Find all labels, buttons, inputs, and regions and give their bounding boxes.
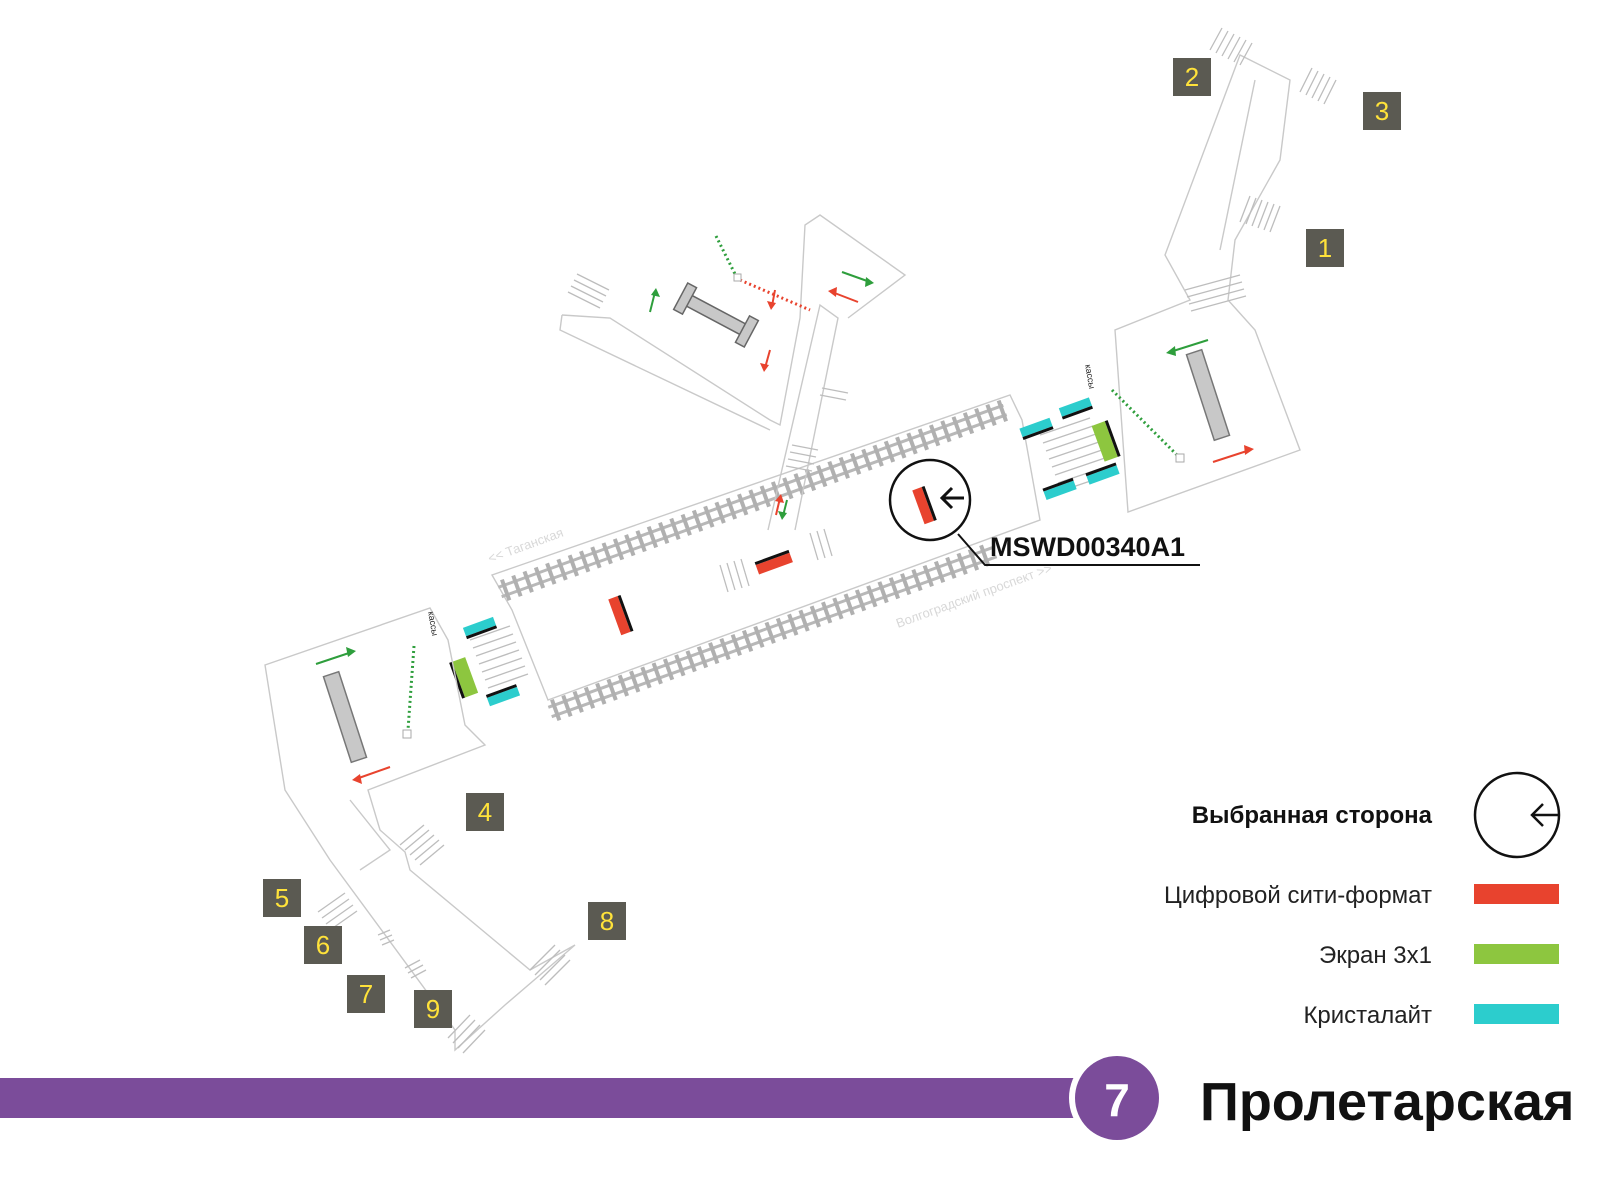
svg-text:4: 4 [478,797,492,827]
turnstile-post [1175,453,1185,463]
stairs-exit-3 [1299,67,1337,105]
exit-9: 9 [414,990,452,1028]
exit-2: 2 [1173,58,1211,96]
svg-text:3: 3 [1375,96,1389,126]
stairs-platform-left [469,625,529,689]
line-number: 7 [1104,1074,1130,1126]
stairs-exit-5 [317,892,358,931]
platform [490,394,1041,701]
passage-middle [559,214,907,531]
kristalight-ads [462,397,1120,707]
legend-swatch-kristalight [1474,1004,1559,1024]
svg-text:1: 1 [1318,233,1332,263]
city-format-ads [608,549,793,636]
arrows-upper-middle [649,271,874,520]
svg-text:2: 2 [1185,62,1199,92]
arrow-left-icon [1530,803,1558,827]
stairs-passage-middle [785,387,849,472]
turnstile-post [733,273,742,282]
escalator-gray-upper [672,281,760,349]
exit-1: 1 [1306,229,1344,267]
selected-placement-marker[interactable] [888,458,1200,566]
turnstile-line-right [1110,388,1182,460]
arrow-green-upper-right [1166,339,1209,356]
exit-7: 7 [347,975,385,1013]
svg-text:8: 8 [600,906,614,936]
svg-text:7: 7 [359,979,373,1009]
stairs-upper-right-hall [1184,274,1247,312]
exit-5: 5 [263,879,301,917]
line-number-badge: 7 [1069,1050,1165,1146]
track-upper [497,399,1008,601]
exit-6: 6 [304,926,342,964]
stairs-exit-7 [404,959,427,979]
svg-text:6: 6 [316,930,330,960]
kassy-label-right: кассы [1083,364,1097,390]
stairs-exit-1 [1239,195,1281,233]
selected-code: MSWD00340A1 [990,532,1185,562]
tracks [497,399,1008,721]
turnstile-post [402,729,412,739]
stairs-upper-left-vestibule [567,273,610,309]
stairs-exit-4 [399,824,445,866]
legend-label-kristalight: Кристалайт [1303,1002,1432,1029]
screen-3x1-ads [449,420,1121,699]
stairs-exit-6 [377,929,395,946]
legend-swatch-screen [1474,944,1559,964]
turnstile-line-left [406,645,416,731]
arrow-left-icon [939,486,964,510]
arrow-red-upper-right [1212,445,1254,463]
station-name: Пролетарская [1200,1072,1574,1132]
exit-4: 4 [466,793,504,831]
legend-label-city-format: Цифровой сити-формат [1164,882,1432,909]
kassy-label-left: кассы [426,611,440,637]
escalator-block-left [322,670,368,764]
direction-label-right: Волгоградский проспект >> [894,560,1054,630]
stairs-exit-8 [529,944,571,986]
arrows-lower-left [315,647,391,784]
stairs-exit-9 [447,1014,486,1054]
escalator-block-right [1185,348,1231,442]
track-lower [547,544,998,721]
turnstile-line-upper-green [714,235,738,277]
exit-3: 3 [1363,92,1401,130]
legend-selected-side: Выбранная сторона [1192,802,1433,829]
exit-8: 8 [588,902,626,940]
legend: Выбранная сторона Цифровой сити-формат Э… [1164,771,1561,1029]
stairs-platform-mid-left [719,558,750,593]
legend-swatch-city-format [1474,884,1559,904]
stairs-exit-2 [1209,27,1253,66]
svg-text:5: 5 [275,883,289,913]
stairs-platform-mid-right [809,528,833,561]
corridor-upper-right [1114,54,1301,513]
svg-text:9: 9 [426,994,440,1024]
vestibule-lower-left [264,607,576,1052]
legend-label-screen: Экран 3х1 [1319,942,1432,969]
legend-direction-icon [1473,771,1561,859]
direction-label-left: << Таганская [486,525,565,566]
metro-line-bar [0,1078,1085,1118]
